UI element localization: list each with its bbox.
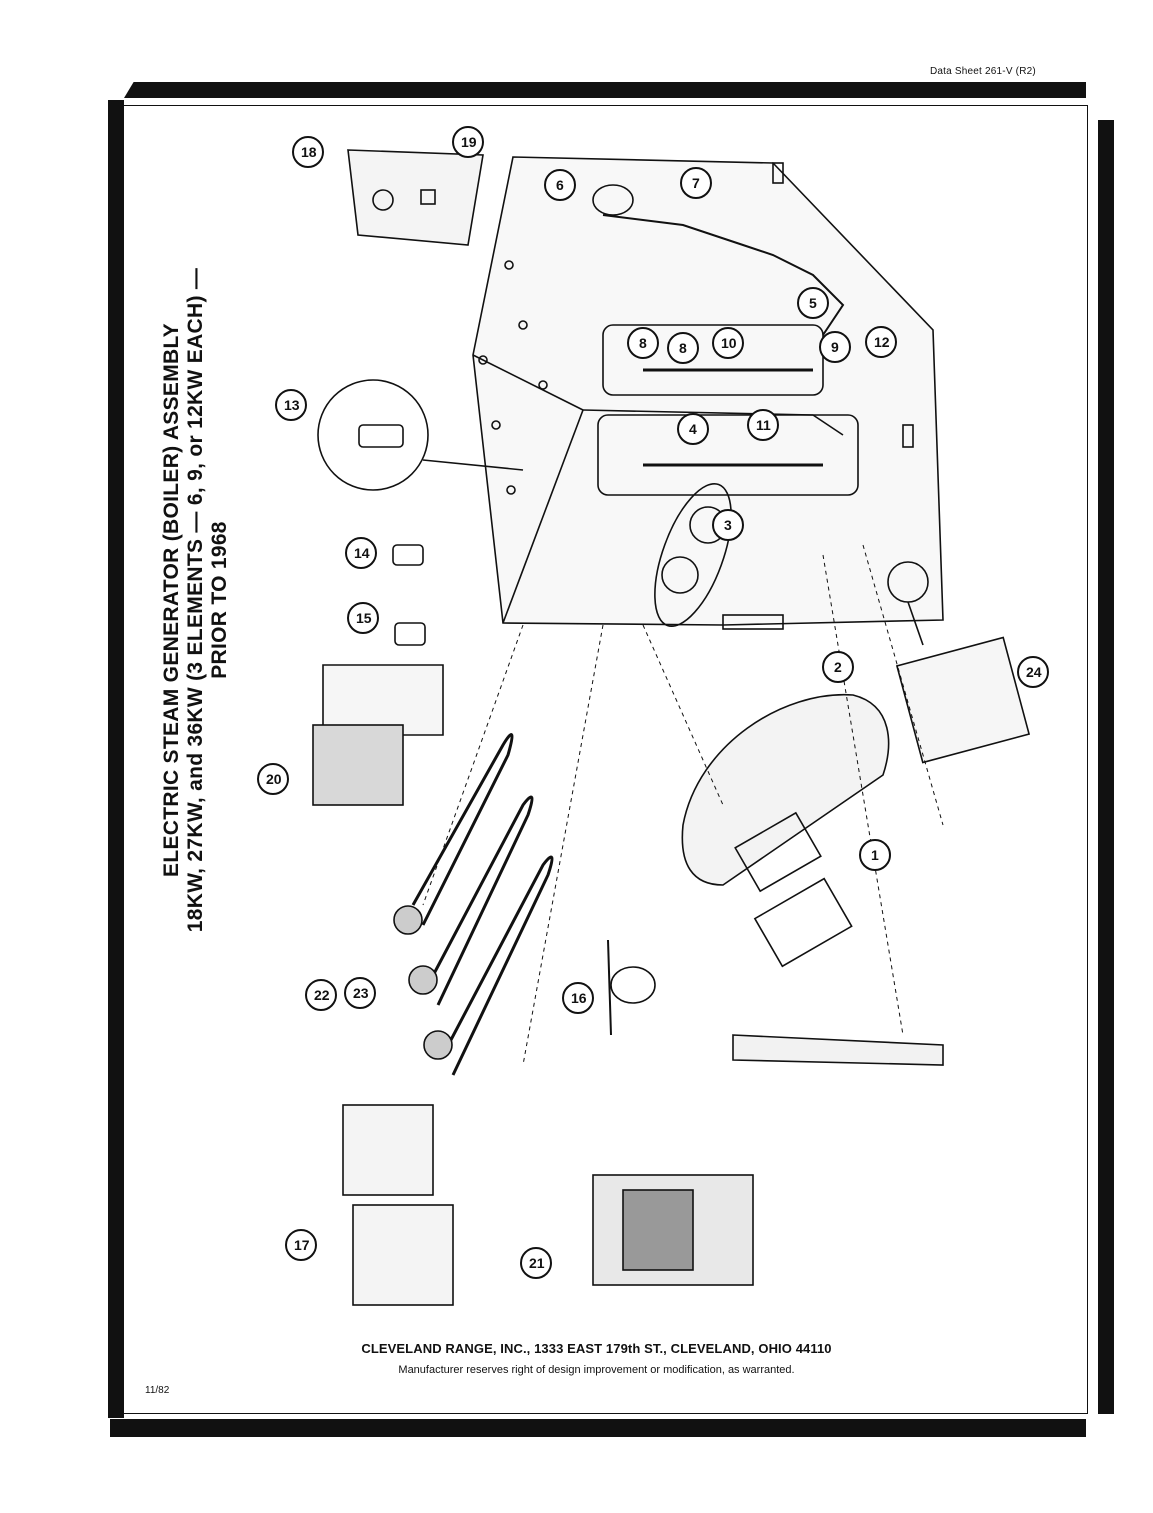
callout-8b: 8 xyxy=(667,332,699,364)
svg-text:12: 12 xyxy=(874,334,890,350)
gauge-glass-upper xyxy=(602,324,824,396)
switch-box-upper xyxy=(342,1104,434,1196)
callout-5: 5 xyxy=(797,287,829,319)
svg-text:4: 4 xyxy=(689,421,697,437)
relief-valve xyxy=(592,184,634,216)
heating-elements xyxy=(411,733,554,1076)
callout-9: 9 xyxy=(819,331,851,363)
frame-right-bar xyxy=(1098,120,1114,1414)
callout-17: 17 xyxy=(285,1229,317,1261)
svg-text:21: 21 xyxy=(529,1255,545,1271)
frame-bottom-bar xyxy=(110,1419,1086,1437)
callout-4: 4 xyxy=(677,413,709,445)
boiler-cover xyxy=(681,693,890,886)
svg-text:20: 20 xyxy=(266,771,282,787)
svg-text:16: 16 xyxy=(571,990,587,1006)
svg-text:7: 7 xyxy=(692,175,700,191)
callout-2: 2 xyxy=(822,651,854,683)
callout-19: 19 xyxy=(452,126,484,158)
data-sheet-reference: Data Sheet 261-V (R2) xyxy=(930,66,1036,77)
fitting-14 xyxy=(392,544,424,566)
switch-panel xyxy=(347,149,484,246)
callout-3: 3 xyxy=(712,509,744,541)
mounting-bracket xyxy=(732,1034,944,1066)
frame-top-bar xyxy=(124,82,1086,98)
svg-text:8: 8 xyxy=(679,340,687,356)
svg-text:10: 10 xyxy=(721,335,737,351)
element-flange xyxy=(654,482,732,628)
callout-13: 13 xyxy=(275,389,307,421)
callout-18: 18 xyxy=(292,136,324,168)
boiler-tank xyxy=(472,156,944,626)
svg-text:3: 3 xyxy=(724,517,732,533)
svg-text:1: 1 xyxy=(871,847,879,863)
callout-11: 11 xyxy=(747,409,779,441)
callout-20: 20 xyxy=(257,763,289,795)
callout-group: 18 19 6 7 5 8 8 10 9 12 11 4 3 13 14 15 … xyxy=(257,126,1049,1279)
svg-text:11: 11 xyxy=(756,417,771,433)
exploded-parts-diagram: 18 19 6 7 5 8 8 10 9 12 11 4 3 13 14 15 … xyxy=(257,126,1049,1306)
svg-text:6: 6 xyxy=(556,177,564,193)
footer-company-address: CLEVELAND RANGE, INC., 1333 EAST 179th S… xyxy=(361,1341,832,1356)
svg-text:24: 24 xyxy=(1026,664,1042,680)
callout-23: 23 xyxy=(344,977,376,1009)
low-water-control xyxy=(895,636,1031,764)
detail-circle xyxy=(317,379,429,491)
fitting-15 xyxy=(394,622,426,646)
callout-22: 22 xyxy=(305,979,337,1011)
callout-16: 16 xyxy=(562,982,594,1014)
svg-text:15: 15 xyxy=(356,610,372,626)
svg-text:8: 8 xyxy=(639,335,647,351)
frame-left-bar xyxy=(108,100,124,1418)
footer-disclaimer: Manufacturer reserves right of design im… xyxy=(398,1364,795,1376)
svg-text:17: 17 xyxy=(294,1237,310,1253)
callout-21: 21 xyxy=(520,1247,552,1279)
gauge-glass-lower xyxy=(597,414,859,496)
svg-text:18: 18 xyxy=(301,144,317,160)
date-code: 11/82 xyxy=(145,1385,170,1396)
switch-box-lower xyxy=(352,1204,454,1306)
svg-text:9: 9 xyxy=(831,339,839,355)
svg-text:14: 14 xyxy=(354,545,370,561)
svg-text:19: 19 xyxy=(461,134,477,150)
tank-holes xyxy=(478,260,548,495)
callout-15: 15 xyxy=(347,602,379,634)
inner-frame xyxy=(123,105,1088,1414)
callout-12: 12 xyxy=(865,326,897,358)
callout-1: 1 xyxy=(859,839,891,871)
svg-text:22: 22 xyxy=(314,987,330,1003)
callout-14: 14 xyxy=(345,537,377,569)
contactor-plate xyxy=(322,664,444,736)
callout-24: 24 xyxy=(1017,656,1049,688)
svg-text:23: 23 xyxy=(353,985,369,1001)
callout-8a: 8 xyxy=(627,327,659,359)
svg-text:2: 2 xyxy=(834,659,842,675)
svg-text:13: 13 xyxy=(284,397,300,413)
callout-10: 10 xyxy=(712,327,744,359)
svg-text:5: 5 xyxy=(809,295,817,311)
callout-7: 7 xyxy=(680,167,712,199)
callout-6: 6 xyxy=(544,169,576,201)
